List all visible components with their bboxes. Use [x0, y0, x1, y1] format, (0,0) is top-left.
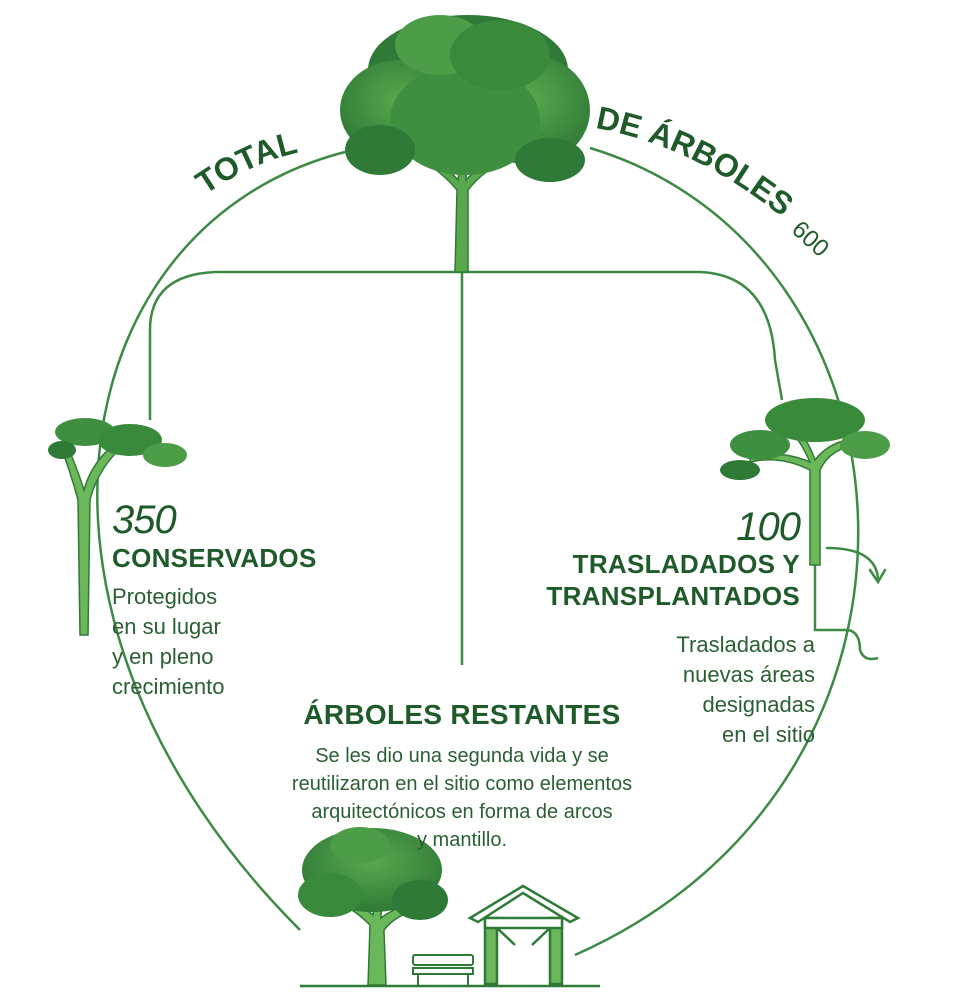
relocated-heading-line: TRASLADADOS Y: [572, 549, 800, 579]
conserved-description: Protegidos en su lugar y en pleno crecim…: [112, 582, 224, 702]
relocated-desc-line: Trasladados a: [676, 632, 815, 657]
conserved-desc-line: en su lugar: [112, 614, 221, 639]
branch-lines: [148, 270, 879, 665]
title-total: TOTAL: [189, 124, 300, 201]
conserved-number: 350: [112, 498, 177, 542]
title-count: 600: [786, 216, 834, 263]
relocated-number: 100: [736, 505, 801, 549]
pergola-arch-icon: [467, 884, 581, 986]
relocation-arrow-icon: [825, 546, 887, 585]
bench-icon: [412, 954, 474, 985]
relocated-desc-line: designadas: [702, 692, 815, 717]
remaining-desc-line: arquitectónicos en forma de arcos: [311, 801, 613, 823]
remaining-desc-line: Se les dio una segunda vida y se: [315, 745, 609, 767]
conserved-desc-line: crecimiento: [112, 674, 225, 699]
conserved-heading: CONSERVADOS: [112, 543, 317, 573]
relocated-heading: TRASLADADOS Y TRANSPLANTADOS: [546, 548, 800, 612]
remaining-desc-line: y mantillo.: [416, 829, 508, 851]
umbrella-tree-icon: [720, 398, 890, 566]
relocated-description: Trasladados a nuevas áreas designadas en…: [676, 630, 815, 750]
remaining-heading: ÁRBOLES RESTANTES: [303, 699, 621, 730]
tall-tree-icon: [48, 418, 187, 636]
relocated-desc-line: nuevas áreas: [682, 662, 815, 687]
outer-circle: [96, 146, 860, 957]
remaining-description: Se les dio una segunda vida y se reutili…: [262, 742, 662, 854]
small-tree-icon: [298, 827, 448, 986]
remaining-desc-line: reutilizaron en el sitio como elementos: [291, 773, 633, 795]
relocated-heading-line: TRANSPLANTADOS: [546, 581, 800, 611]
conserved-desc-line: y en pleno: [112, 644, 214, 669]
conserved-desc-line: Protegidos: [112, 584, 218, 609]
large-tree-icon: [340, 15, 590, 273]
relocated-desc-line: en el sitio: [722, 722, 815, 747]
